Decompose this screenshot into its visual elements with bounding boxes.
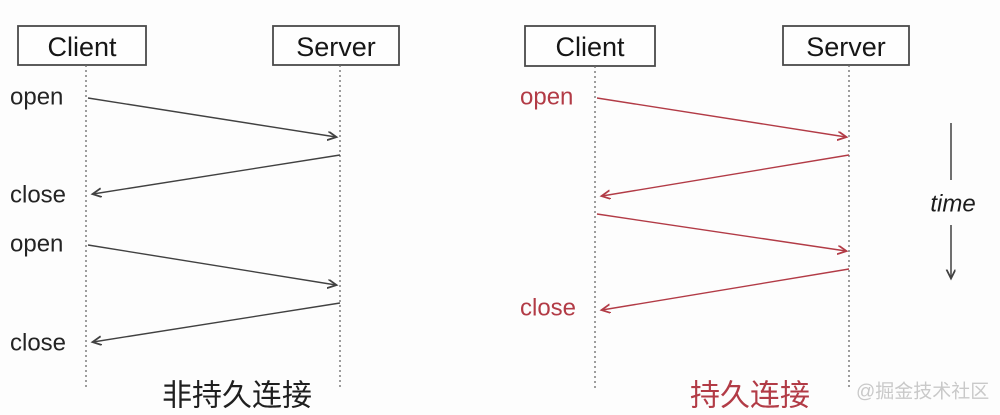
nonpersistent-connection-diagram: Client Server open close open close 非持久连… — [10, 25, 400, 413]
open-label: open — [10, 84, 63, 111]
persistent-caption: 持久连接 — [690, 380, 810, 413]
client-box-label: Client — [555, 32, 625, 62]
open-label: open — [520, 84, 573, 111]
time-axis-label: time — [930, 191, 975, 218]
close-label: close — [10, 330, 66, 357]
close-label: close — [10, 182, 66, 209]
server-box-label: Server — [806, 32, 886, 62]
request-arrow — [596, 213, 846, 251]
close-response-arrow — [93, 154, 341, 194]
persistent-connection-diagram: Client Server open close 持久连接 — [520, 25, 910, 413]
client-box — [524, 25, 656, 67]
server-box — [782, 25, 910, 66]
client-box — [17, 25, 147, 66]
server-box-label: Server — [296, 32, 376, 62]
close-label: close — [520, 295, 576, 322]
open-label: open — [10, 231, 63, 258]
time-axis: time — [930, 123, 976, 278]
close-response-arrow — [93, 302, 341, 342]
close-response-arrow — [602, 268, 850, 310]
response-arrow — [602, 154, 850, 196]
server-box — [272, 25, 400, 66]
client-box-label: Client — [47, 32, 117, 62]
open-request-arrow — [596, 97, 846, 137]
open-request-arrow — [87, 244, 336, 285]
watermark-text: @掘金技术社区 — [856, 381, 989, 403]
open-request-arrow — [87, 97, 336, 137]
nonpersistent-caption: 非持久连接 — [162, 380, 312, 413]
